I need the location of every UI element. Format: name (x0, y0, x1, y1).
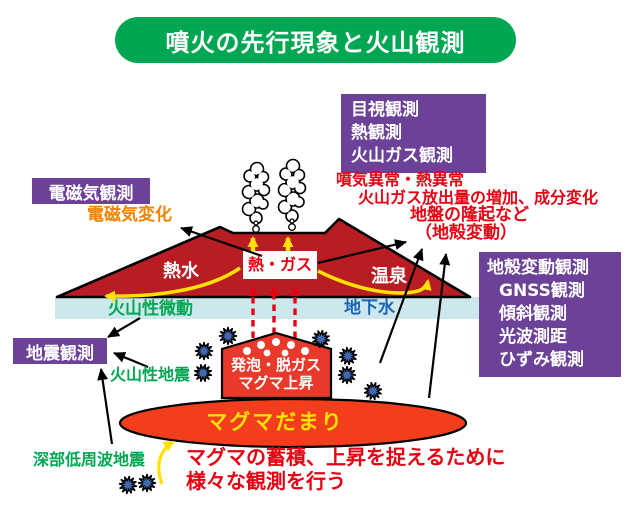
fumarole-anomaly-label: 噴気異常・熱異常 (336, 170, 465, 189)
degassing-label: 発泡・脱ガス (230, 356, 321, 374)
electromagnetic-observation-box: 電磁気観測 (32, 178, 150, 204)
hot-spring-flow-arrow (317, 269, 432, 295)
groundwater-label: 地下水 (344, 298, 395, 318)
quake-burst-icon (117, 474, 139, 496)
arrow-to-em-change (180, 226, 263, 258)
smoke-plume-left (241, 161, 271, 233)
quake-burst-icon (337, 365, 357, 385)
caption-line-1: マグマの蓄積、上昇を捉えるために (186, 445, 506, 469)
em-change-label: 電磁気変化 (87, 205, 172, 225)
ground-uplift-label: 地盤の隆起など (410, 205, 529, 225)
quake-burst-icon (360, 378, 386, 404)
seismic-observation-box: 地震観測 (13, 338, 107, 364)
gnss-obs-line: GNSS観測 (499, 281, 585, 301)
quake-burst-icon (191, 361, 215, 385)
tilt-obs-line: 傾斜観測 (499, 304, 567, 324)
crustal-deformation-label: （地殻変動） (415, 223, 517, 243)
volcanic-earthquake-label: 火山性地震 (110, 365, 191, 384)
deep-low-freq-eq-label: 深部低周波地震 (33, 450, 146, 469)
hot-spring-label: 温泉 (371, 266, 407, 287)
hot-water-flow-arrow (104, 266, 241, 302)
magma-gas-dashed-arrows (248, 286, 300, 338)
quake-burst-icon (194, 341, 214, 361)
bubble-dots (243, 338, 309, 357)
page-title: 噴火の先行現象と火山観測 (115, 17, 516, 63)
gas-obs-line: 火山ガス観測 (351, 146, 453, 166)
magma-chamber-label: マグマだまり (206, 410, 344, 434)
quake-burst-icon (134, 470, 160, 496)
arrow-to-uplift-1 (317, 239, 407, 265)
hot-water-label: 熱水 (163, 261, 199, 282)
heat-gas-box (243, 251, 317, 279)
visual-obs-line: 目視観測 (351, 100, 419, 120)
visual-observation-box: 目視観測 熱観測 火山ガス観測 (341, 94, 486, 173)
arrow-deepquake-to-seismic (97, 368, 114, 445)
volcanic-tremor-label: 火山性微動 (108, 299, 193, 319)
arrow-to-uplift-3 (427, 253, 451, 399)
gas-emission-label: 火山ガス放出量の増加、成分変化 (358, 188, 599, 207)
magma-rise-label: マグマ上昇 (238, 374, 314, 392)
edm-obs-line: 光波測距 (499, 327, 567, 347)
arrow-tremor-to-seismic (107, 317, 141, 338)
smoke-plume-right (277, 158, 307, 231)
strain-obs-line: ひずみ観測 (499, 350, 584, 370)
groundwater-layer (55, 297, 479, 319)
arrow-to-uplift-2 (378, 248, 424, 364)
quake-burst-icon (335, 343, 361, 369)
annotation-arrows (97, 226, 451, 445)
heat-gas-label: 熱・ガス (247, 255, 312, 274)
caption-line-2: 様々な観測を行う (186, 469, 346, 493)
caption-arrow (157, 440, 175, 485)
magma-chamber-ellipse (118, 397, 468, 449)
crustal-obs-title: 地殻変動観測 (487, 258, 589, 278)
thermal-obs-line: 熱観測 (351, 123, 402, 143)
arrow-quake-to-seismic (113, 351, 149, 369)
crustal-observation-box: 地殻変動観測 GNSS観測 傾斜観測 光波測距 ひずみ観測 (479, 252, 621, 377)
